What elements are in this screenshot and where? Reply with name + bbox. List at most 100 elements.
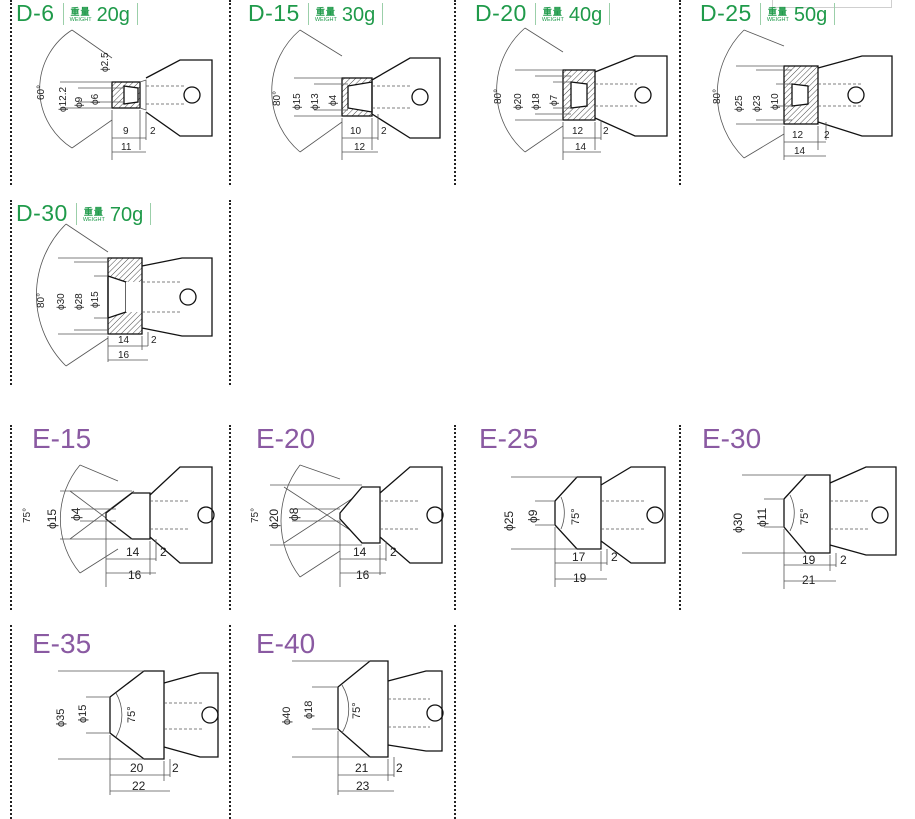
- dim-length-a: 9: [123, 126, 129, 137]
- part-code: E-15: [32, 423, 92, 454]
- part-drawing: 80° ϕ25 ϕ23 ϕ10 12 2 14: [712, 29, 893, 160]
- part-card-e-15: E-15 75° ϕ15 ϕ4 14 2 16: [0, 423, 231, 610]
- dim-angle: 75°: [250, 508, 261, 523]
- dim-outer: ϕ20: [513, 93, 524, 110]
- dim-inner: ϕ15: [77, 705, 89, 723]
- part-drawing: 60° ϕ12.2 ϕ9 ϕ6 ϕ2.5 9 2 11: [36, 29, 213, 160]
- dim-length-b: 2: [840, 553, 847, 567]
- dim-inner: ϕ7: [549, 94, 560, 106]
- dim-outer: ϕ25: [502, 511, 516, 531]
- part-code: D-30: [16, 200, 68, 226]
- dim-length-a: 17: [572, 550, 586, 564]
- dim-length-b: 2: [824, 130, 830, 141]
- part-header: E-30: [702, 425, 761, 453]
- dim-length-b: 2: [160, 545, 167, 559]
- dim-length-b: 2: [396, 761, 403, 775]
- dim-angle: 75°: [22, 508, 33, 523]
- dim-inner: ϕ18: [303, 701, 315, 719]
- part-card-e-40: E-40 ϕ40 ϕ18 75° 21 2 23: [230, 625, 456, 819]
- dim-inner: ϕ9: [526, 509, 540, 523]
- part-code: D-20: [475, 0, 527, 26]
- dim-length-a: 14: [126, 545, 140, 559]
- dim-length-a: 10: [350, 126, 362, 137]
- dim-inner: ϕ11: [755, 507, 769, 527]
- dim-angle: 75°: [126, 706, 138, 723]
- part-card-e-20: E-20 75° ϕ20 ϕ8 14 2 16: [230, 425, 456, 610]
- part-code: D-6: [16, 0, 55, 26]
- dim-length-b: 2: [150, 126, 156, 137]
- dim-outer: ϕ20: [267, 509, 281, 529]
- dim-tip: ϕ2.5: [100, 52, 111, 72]
- dim-mid: ϕ28: [74, 293, 85, 310]
- dim-total: 19: [573, 571, 587, 585]
- part-code: D-25: [700, 0, 752, 26]
- dim-angle: 80°: [36, 293, 47, 308]
- dim-length-b: 2: [390, 545, 397, 559]
- dim-angle: 80°: [712, 89, 723, 104]
- dim-total: 21: [802, 573, 816, 587]
- dim-length-b: 2: [172, 761, 179, 775]
- part-weight: 40g: [568, 4, 603, 26]
- dim-outer: ϕ30: [56, 293, 67, 310]
- part-drawing: ϕ25 ϕ9 75° 17 2 19: [502, 466, 666, 587]
- dim-length-a: 12: [572, 126, 584, 137]
- dim-length-a: 12: [792, 130, 804, 141]
- dim-inner: ϕ6: [90, 93, 101, 105]
- dim-length-a: 21: [355, 761, 369, 775]
- dim-angle: 75°: [351, 702, 363, 719]
- dim-mid: ϕ18: [531, 93, 542, 110]
- part-header: E-25: [479, 425, 538, 453]
- dim-length-a: 20: [130, 761, 144, 775]
- dim-outer: ϕ12.2: [58, 86, 69, 112]
- part-header: E-35: [32, 630, 91, 658]
- dim-inner: ϕ8: [287, 507, 301, 521]
- dim-outer: ϕ30: [731, 513, 745, 533]
- dim-inner: ϕ15: [90, 291, 101, 308]
- part-code: E-35: [32, 628, 92, 659]
- dim-outer: ϕ15: [292, 93, 303, 110]
- dim-mid: ϕ23: [752, 95, 763, 112]
- dim-outer: ϕ40: [281, 707, 293, 725]
- dim-total: 12: [354, 142, 366, 153]
- part-weight: 30g: [341, 4, 376, 26]
- dim-total: 23: [356, 779, 370, 793]
- part-card-e-35: E-35 ϕ35 ϕ15 75° 20 2 22: [0, 625, 231, 819]
- dim-length-b: 2: [381, 126, 387, 137]
- dim-angle: 80°: [272, 91, 283, 106]
- dim-length-b: 2: [603, 126, 609, 137]
- dim-total: 14: [575, 142, 587, 153]
- dim-angle: 75°: [570, 508, 582, 525]
- dim-outer: ϕ35: [55, 709, 67, 727]
- dim-inner: ϕ10: [770, 93, 781, 110]
- part-weight: 70g: [109, 204, 144, 226]
- part-drawing: 80° ϕ15 ϕ13 ϕ4 10 2 12: [271, 29, 441, 160]
- dim-length-a: 19: [802, 553, 816, 567]
- part-drawing: ϕ35 ϕ15 75° 20 2 22: [55, 670, 219, 795]
- dim-inner: ϕ4: [328, 94, 339, 106]
- part-code: E-40: [256, 628, 316, 659]
- dim-angle: 75°: [799, 508, 811, 525]
- dim-outer: ϕ25: [734, 95, 745, 112]
- part-card-e-25: E-25 ϕ25 ϕ9 75° 17 2 19: [455, 425, 681, 610]
- part-drawing: 80° ϕ30 ϕ28 ϕ15 14 2 16: [36, 223, 213, 367]
- part-drawing: 75° ϕ15 ϕ4 14 2 16: [22, 464, 215, 587]
- dim-length-a: 14: [353, 545, 367, 559]
- dim-angle: 80°: [493, 89, 504, 104]
- svg-text:60°: 60°: [36, 85, 47, 100]
- dim-inner: ϕ4: [69, 507, 83, 521]
- dim-length-a: 14: [118, 335, 130, 346]
- part-drawing: ϕ40 ϕ18 75° 21 2 23: [281, 660, 444, 795]
